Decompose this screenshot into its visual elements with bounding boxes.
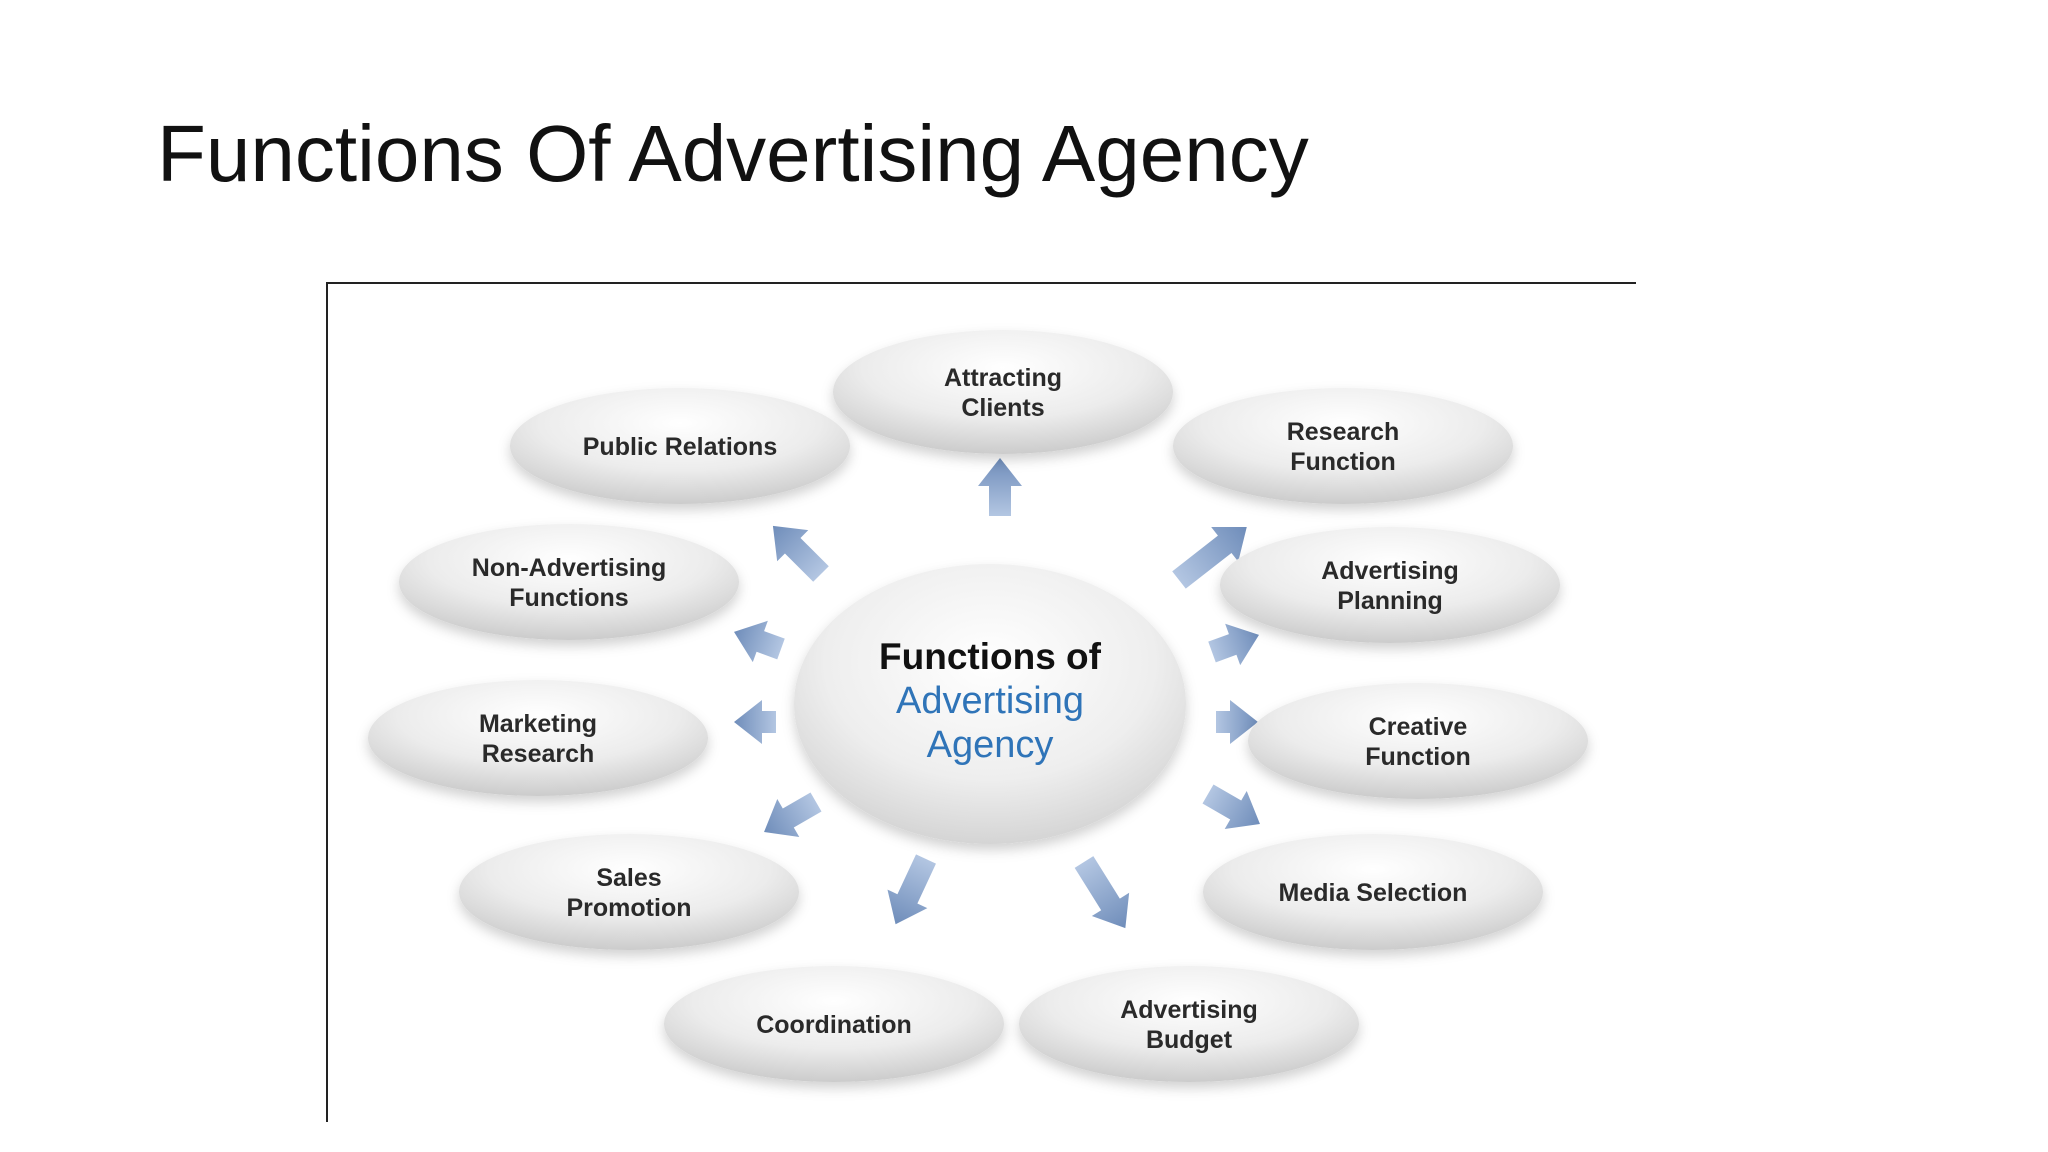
node-ellipse bbox=[1220, 527, 1560, 643]
node-label: Media Selection bbox=[1279, 879, 1468, 907]
slide-title: Functions Of Advertising Agency bbox=[157, 109, 1309, 198]
node-label: Function bbox=[1290, 448, 1396, 476]
node-label: Advertising bbox=[1321, 557, 1459, 585]
node-label: Functions bbox=[509, 584, 628, 612]
arrow-to-public-relations bbox=[772, 525, 829, 582]
node-label: Planning bbox=[1337, 587, 1443, 615]
node-label: Clients bbox=[961, 394, 1044, 422]
node-ellipse bbox=[664, 966, 1004, 1082]
center-title-line1: Functions of bbox=[879, 636, 1102, 677]
node-label: Public Relations bbox=[583, 433, 777, 461]
center-title-line3: Agency bbox=[927, 724, 1054, 766]
node-ellipse bbox=[1173, 388, 1513, 504]
node-label: Marketing bbox=[479, 710, 597, 738]
node-label: Promotion bbox=[567, 894, 692, 922]
node-ellipse bbox=[368, 680, 708, 796]
arrow-to-advertising-budget bbox=[1074, 856, 1130, 929]
node-label: Budget bbox=[1146, 1026, 1233, 1054]
node-label: Research bbox=[1287, 418, 1400, 446]
node-ellipse bbox=[1248, 683, 1588, 799]
arrows-layer bbox=[734, 458, 1260, 929]
node-ellipse bbox=[833, 330, 1173, 454]
arrow-to-advertising-planning bbox=[1208, 623, 1259, 666]
node-ellipse bbox=[399, 524, 739, 640]
arrow-to-research-function bbox=[1172, 526, 1247, 589]
arrow-to-media-selection bbox=[1202, 784, 1260, 830]
node-ellipse bbox=[459, 834, 799, 950]
center-node: Functions of Advertising Agency bbox=[794, 564, 1186, 844]
arrow-to-attracting-clients bbox=[978, 458, 1022, 516]
node-label: Advertising bbox=[1120, 996, 1258, 1024]
node-label: Coordination bbox=[756, 1011, 912, 1039]
arrow-to-coordination bbox=[887, 854, 936, 925]
arrow-to-creative-function bbox=[1216, 700, 1258, 744]
node-ellipse bbox=[510, 388, 850, 504]
arrow-to-non-advertising-functions bbox=[734, 620, 785, 663]
node-ellipse bbox=[1203, 834, 1543, 950]
node-ellipse bbox=[1019, 966, 1359, 1082]
center-title-line2: Advertising bbox=[896, 680, 1084, 722]
functions-diagram: AttractingClientsResearchFunctionAdverti… bbox=[368, 330, 1588, 1082]
node-label: Function bbox=[1365, 743, 1471, 771]
arrow-to-marketing-research bbox=[734, 700, 776, 744]
nodes-layer: AttractingClientsResearchFunctionAdverti… bbox=[368, 330, 1588, 1082]
center-ellipse bbox=[794, 564, 1186, 844]
node-coordination: Coordination bbox=[664, 966, 1004, 1082]
node-label: Attracting bbox=[944, 364, 1062, 392]
node-label: Creative bbox=[1369, 713, 1468, 741]
node-label: Non-Advertising bbox=[472, 554, 666, 582]
node-label: Research bbox=[482, 740, 595, 768]
arrow-to-sales-promotion bbox=[764, 792, 822, 838]
node-media-selection: Media Selection bbox=[1203, 834, 1543, 950]
node-public-relations: Public Relations bbox=[510, 388, 850, 504]
node-label: Sales bbox=[596, 864, 661, 892]
